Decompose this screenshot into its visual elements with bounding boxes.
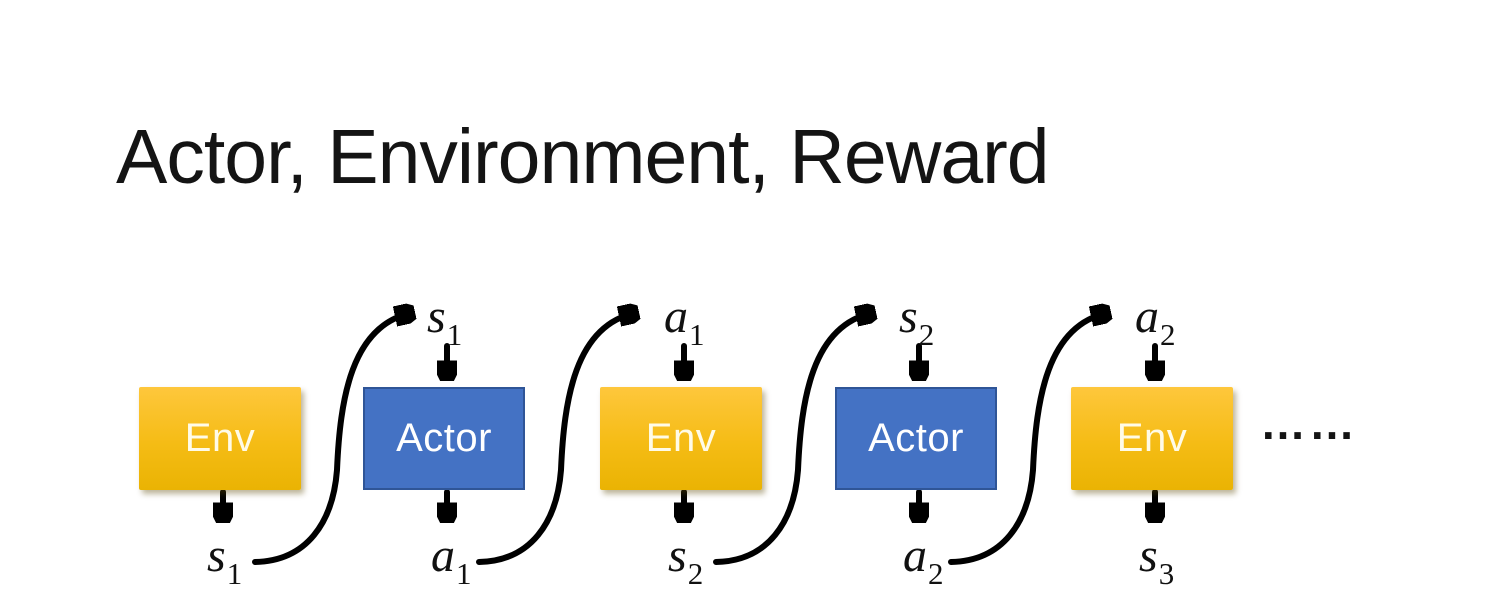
top-label-a1: a1 — [664, 291, 705, 361]
env-box-2: Env — [600, 387, 762, 490]
top-label-a2: a2 — [1135, 291, 1176, 361]
math-sub: 1 — [689, 317, 705, 352]
math-base: s — [1139, 529, 1158, 582]
top-label-s2: s2 — [899, 291, 934, 361]
math-sub: 2 — [1160, 317, 1176, 352]
flow-curve-a1 — [476, 313, 635, 565]
math-sub: 2 — [918, 317, 935, 352]
flow-curve-s2 — [713, 313, 872, 565]
math-sub: 3 — [1158, 556, 1175, 591]
actor-box-2-label: Actor — [868, 416, 964, 460]
slide-title: Actor, Environment, Reward — [116, 114, 1050, 200]
math-sub: 2 — [687, 556, 704, 591]
math-sub: 2 — [928, 556, 944, 591]
math-base: s — [668, 529, 687, 582]
bottom-label-a2: a2 — [903, 530, 944, 600]
math-base: a — [903, 529, 927, 582]
math-base: a — [664, 290, 688, 343]
env-box-3: Env — [1071, 387, 1233, 490]
math-base: s — [207, 529, 226, 582]
actor-box-1: Actor — [363, 387, 525, 490]
bottom-label-s3: s3 — [1139, 530, 1174, 600]
env-box-1-label: Env — [184, 416, 256, 460]
actor-box-1-label: Actor — [396, 416, 492, 460]
math-sub: 1 — [226, 556, 243, 591]
actor-box-2: Actor — [835, 387, 997, 490]
math-sub: 1 — [446, 317, 463, 352]
bottom-label-s1: s1 — [207, 530, 242, 600]
top-label-s1: s1 — [427, 291, 462, 361]
bottom-label-s2: s2 — [668, 530, 703, 600]
math-sub: 1 — [456, 556, 472, 591]
env-box-2-label: Env — [645, 416, 717, 460]
math-base: a — [431, 529, 455, 582]
math-base: a — [1135, 290, 1159, 343]
flow-curve-a2 — [948, 313, 1107, 565]
math-base: s — [427, 290, 446, 343]
math-base: s — [899, 290, 918, 343]
bottom-label-a1: a1 — [431, 530, 472, 600]
flow-curve-s1 — [252, 313, 411, 565]
env-box-3-label: Env — [1116, 416, 1188, 460]
continuation-ellipsis: …… — [1260, 397, 1358, 449]
env-box-1: Env — [139, 387, 301, 490]
